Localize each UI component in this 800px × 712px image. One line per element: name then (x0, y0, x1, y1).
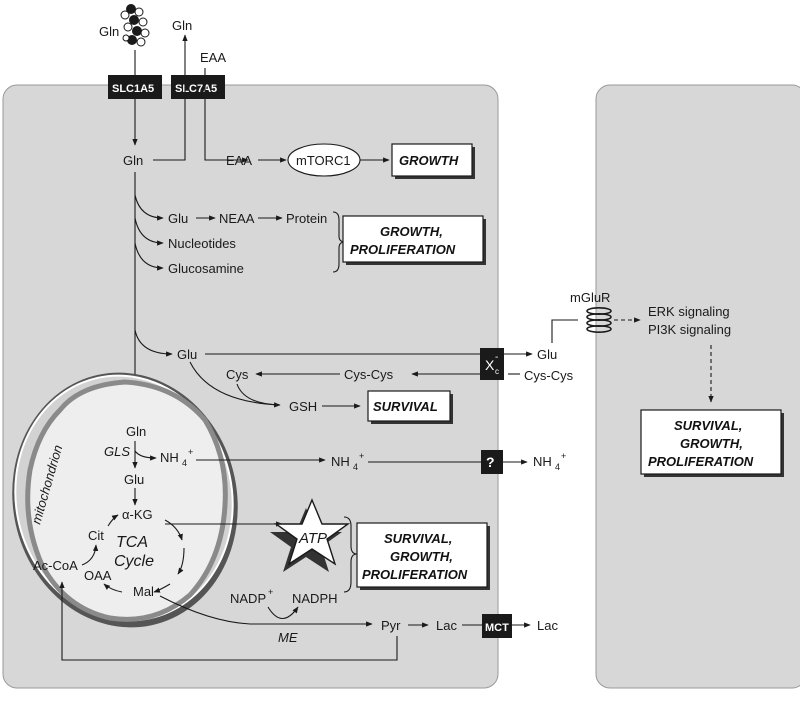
unknown-transporter (481, 450, 503, 474)
gls-label: GLS (104, 444, 130, 459)
xc-transporter (480, 348, 504, 380)
xc-subscript: c (495, 367, 499, 376)
atp-label: ATP (298, 530, 327, 547)
tca-label-2: Cycle (114, 553, 154, 570)
growth-prolif-line2: PROLIFERATION (350, 242, 456, 257)
mal-label: Mal (133, 584, 154, 599)
gsh-label: GSH (289, 399, 317, 414)
protein-label: Protein (286, 211, 327, 226)
question-mark: ? (486, 454, 495, 470)
growth-prolif-line1: GROWTH, (380, 224, 443, 239)
glu-extracellular-label: Glu (537, 347, 557, 362)
cit-label: Cit (88, 528, 104, 543)
survival-box (367, 390, 451, 422)
me-label: ME (278, 630, 298, 645)
nh4-mito-sub: 4 (182, 458, 187, 468)
gln-extracellular-label: Gln (99, 24, 119, 39)
slc7a5-transporter (171, 75, 225, 99)
nh4-cytosol-label: NH (331, 454, 350, 469)
nh4-extracellular-sub: 4 (555, 462, 560, 472)
akg-label: α-KG (122, 507, 153, 522)
gln-intracellular-label: Gln (123, 153, 143, 168)
mct-label: MCT (485, 622, 509, 634)
glutamine-molecule-icon (120, 4, 150, 47)
mglur-receptor-icon (586, 306, 612, 333)
lac-extracellular-label: Lac (537, 618, 558, 633)
mtorc1-label: mTORC1 (296, 153, 351, 168)
lac-intracellular-label: Lac (436, 618, 457, 633)
nadph-label: NADPH (292, 591, 338, 606)
right-outcome-box (640, 409, 782, 475)
glu-mito-label: Glu (124, 472, 144, 487)
cystine-intracellular-label: Cys-Cys (344, 367, 394, 382)
survival-label: SURVIVAL (373, 399, 438, 414)
growth-proliferation-box (342, 215, 484, 263)
mitochondrion (12, 372, 238, 628)
right-box-line1: SURVIVAL, (674, 418, 742, 433)
glucosamine-label: Glucosamine (168, 261, 244, 276)
cystine-extracellular-label: Cys-Cys (524, 368, 574, 383)
cell-panel-right (595, 84, 800, 689)
atp-star-icon (270, 498, 351, 572)
nh4-mito-sup: + (188, 447, 193, 457)
nadp-label: NADP (230, 591, 266, 606)
mct-transporter (482, 614, 512, 638)
nh4-extracellular-sup: + (561, 451, 566, 461)
pi3k-signaling-label: PI3K signaling (648, 322, 731, 337)
mito-box-line2: GROWTH, (390, 549, 453, 564)
nh4-extracellular-label: NH (533, 454, 552, 469)
mito-outcome-box (356, 522, 488, 588)
mito-box-line3: PROLIFERATION (362, 567, 468, 582)
nh4-mito-label: NH (160, 450, 179, 465)
slc7a5-label: SLC7A5 (175, 83, 217, 95)
pyr-label: Pyr (381, 618, 401, 633)
nucleotides-label: Nucleotides (168, 236, 236, 251)
glu-label-1: Glu (168, 211, 188, 226)
mglur-label: mGluR (570, 290, 610, 305)
eaa-intracellular-label: EAA (226, 153, 252, 168)
oaa-label: OAA (84, 568, 112, 583)
nh4-cytosol-sub: 4 (353, 462, 358, 472)
growth-label: GROWTH (399, 153, 459, 168)
erk-signaling-label: ERK signaling (648, 304, 730, 319)
growth-outcome-box (391, 143, 473, 177)
xc-label: X (485, 357, 495, 373)
right-box-line3: PROLIFERATION (648, 454, 754, 469)
nh4-cytosol-sup: + (359, 451, 364, 461)
right-box-line2: GROWTH, (680, 436, 743, 451)
slc1a5-transporter (108, 75, 162, 99)
neaa-label: NEAA (219, 211, 255, 226)
cys-label: Cys (226, 367, 249, 382)
tca-label-1: TCA (116, 534, 148, 551)
mito-box-line1: SURVIVAL, (384, 531, 452, 546)
slc1a5-label: SLC1A5 (112, 83, 154, 95)
nadp-superscript: + (268, 587, 273, 597)
accoa-label: Ac-CoA (33, 558, 78, 573)
glu-label-2: Glu (177, 347, 197, 362)
gln-mito-label: Gln (126, 424, 146, 439)
eaa-extracellular-label: EAA (200, 50, 226, 65)
xc-superscript: - (495, 352, 498, 363)
gln-export-label: Gln (172, 18, 192, 33)
